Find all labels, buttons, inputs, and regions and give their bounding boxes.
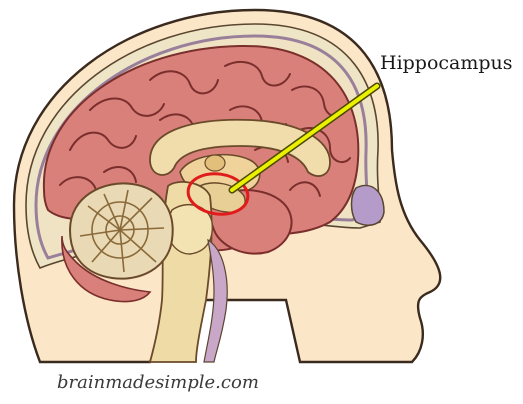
source-caption: brainmadesimple.com [57, 372, 259, 393]
hippocampus-label: Hippocampus [380, 52, 513, 74]
thalamus-nucleus [205, 155, 225, 171]
